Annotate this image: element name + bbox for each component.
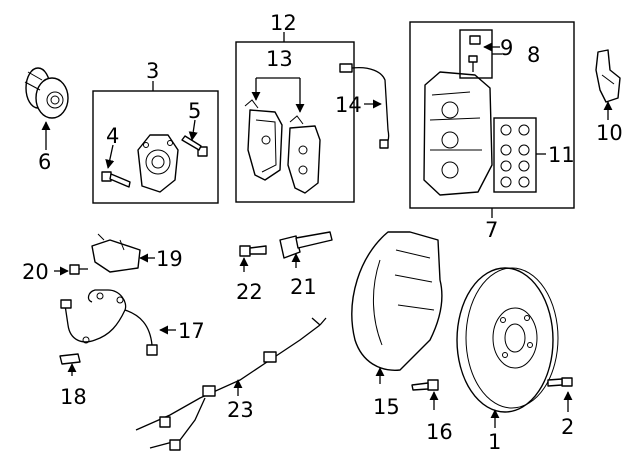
callout-20: 20 <box>22 260 49 284</box>
callout-21: 21 <box>290 275 317 299</box>
callout-11: 11 <box>548 143 575 167</box>
brake-rotor-part[interactable] <box>456 267 559 413</box>
bolt-22-part[interactable] <box>239 245 267 257</box>
group-box-12 <box>235 41 355 203</box>
callout-12: 12 <box>270 11 297 35</box>
callout-6: 6 <box>38 150 51 174</box>
group-box-11 <box>493 117 537 193</box>
callout-23: 23 <box>227 398 254 422</box>
wiring-harness-part[interactable] <box>135 317 327 451</box>
callout-15: 15 <box>373 395 400 419</box>
bleeder-cap-part[interactable] <box>469 35 481 45</box>
callout-22: 22 <box>236 280 263 304</box>
wear-sensor-part[interactable] <box>339 63 390 149</box>
caliper-seals-part[interactable] <box>500 124 530 188</box>
bolt-5-part[interactable] <box>181 135 208 157</box>
bearing-housing-part[interactable] <box>137 134 179 193</box>
callout-17: 17 <box>178 319 205 343</box>
abs-sensor-part[interactable] <box>60 289 158 356</box>
leader-5 <box>188 119 198 141</box>
callout-18: 18 <box>60 385 87 409</box>
abs-bracket-part[interactable] <box>91 233 141 273</box>
callout-8: 8 <box>527 43 540 67</box>
callout-14: 14 <box>335 93 362 117</box>
group-box-3 <box>92 90 219 204</box>
splash-shield-part[interactable] <box>351 231 443 371</box>
rotor-screw-part[interactable] <box>547 377 573 387</box>
callout-7: 7 <box>485 218 498 242</box>
brake-caliper-part[interactable] <box>423 71 493 196</box>
caliper-clip-part[interactable] <box>595 49 621 103</box>
callout-10: 10 <box>596 121 623 145</box>
sensor-clip-part[interactable] <box>59 353 81 365</box>
callout-19: 19 <box>156 247 183 271</box>
callout-9: 9 <box>500 36 513 60</box>
wear-indicator-part[interactable] <box>279 231 333 259</box>
callout-2: 2 <box>561 415 574 439</box>
bolt-20-part[interactable] <box>69 264 88 275</box>
callout-3: 3 <box>146 59 159 83</box>
bleeder-screw-part[interactable] <box>468 55 478 72</box>
bolt-4-part[interactable] <box>101 171 131 188</box>
bolt-16-part[interactable] <box>411 379 439 391</box>
brake-pad-right-part[interactable] <box>287 115 321 194</box>
callout-5: 5 <box>188 99 201 123</box>
wheel-hub-part[interactable] <box>24 67 69 119</box>
leader-4 <box>105 144 115 169</box>
callout-16: 16 <box>426 420 453 444</box>
callout-1: 1 <box>488 430 501 454</box>
brake-pad-left-part[interactable] <box>244 99 283 181</box>
callout-13: 13 <box>266 47 293 71</box>
callout-4: 4 <box>106 124 119 148</box>
